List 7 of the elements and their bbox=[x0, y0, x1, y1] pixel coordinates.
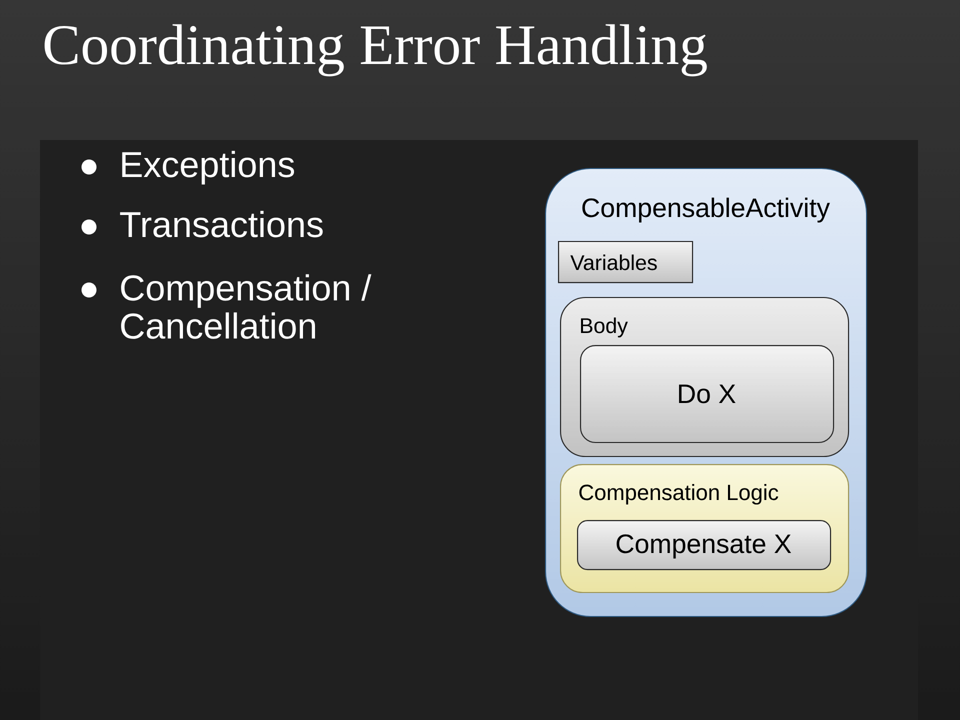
slide-title: Coordinating Error Handling bbox=[44, 24, 707, 76]
process-box: Compensate X bbox=[577, 520, 832, 570]
bullet-text: Exceptions bbox=[122, 150, 294, 184]
bullet-text: Transactions bbox=[120, 210, 323, 238]
process-box: Do X bbox=[580, 345, 834, 444]
bullet-text: Compensation / Cancellation bbox=[121, 274, 372, 339]
tag-box: Variables bbox=[558, 241, 694, 284]
